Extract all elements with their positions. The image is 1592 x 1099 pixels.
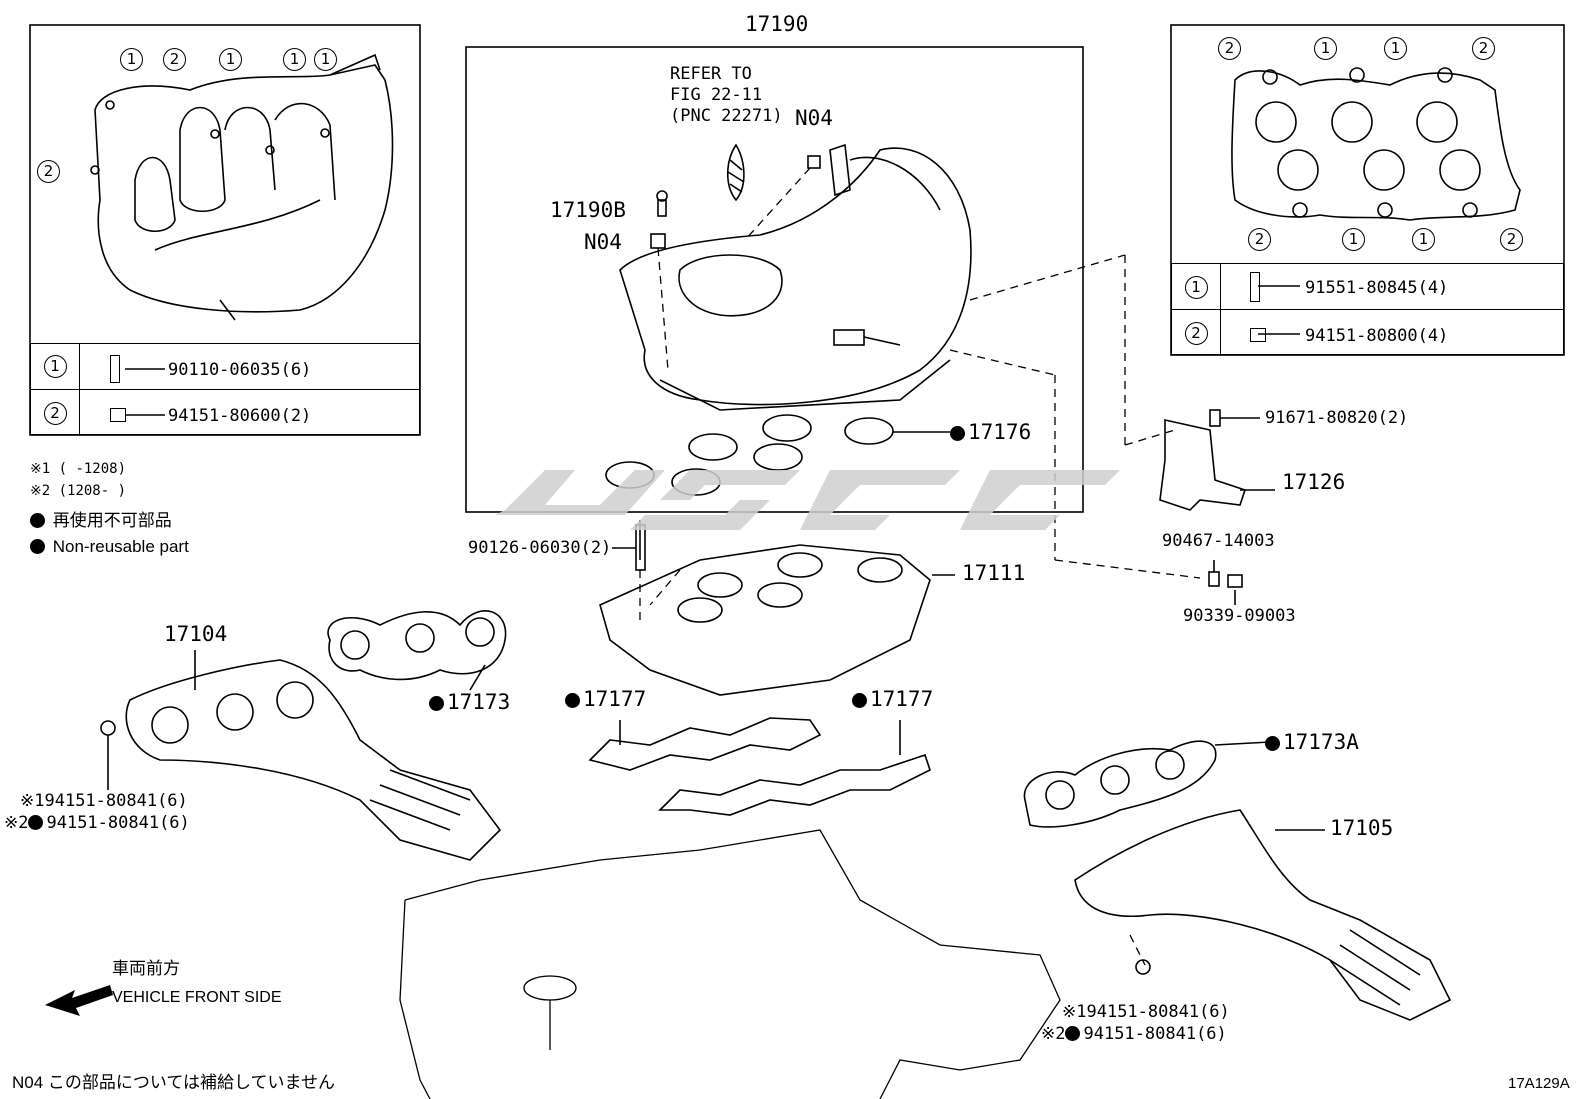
gasket-17177-a bbox=[588, 717, 822, 771]
callout-nut-right-1: ※194151-80841(6) bbox=[1062, 1002, 1230, 1022]
left-inset-callout: 1 bbox=[120, 48, 143, 71]
left-table-row-2: 2 bbox=[31, 389, 419, 436]
callout-17173a: 17173A bbox=[1265, 732, 1359, 753]
callout-17105: 17105 bbox=[1330, 816, 1394, 840]
callout-91671: 91671-80820(2) bbox=[1265, 408, 1409, 428]
left-table-part-2: 94151-80600(2) bbox=[168, 406, 312, 426]
nut-icon bbox=[1250, 328, 1266, 342]
exhaust-17104 bbox=[100, 659, 502, 861]
exhaust-17105 bbox=[1074, 809, 1452, 1021]
front-side-jp: 車両前方 bbox=[112, 959, 180, 978]
callout-17173: 17173 bbox=[429, 692, 510, 713]
callout-17111: 17111 bbox=[962, 561, 1026, 585]
callout-17177-b: 17177 bbox=[852, 689, 933, 710]
legend-non-reusable-en: Non-reusable part bbox=[30, 538, 189, 555]
upper-intake-manifold bbox=[619, 143, 972, 411]
right-inset-gasket bbox=[1231, 67, 1521, 221]
left-table-part-1: 90110-06035(6) bbox=[168, 360, 312, 380]
right-table-row-2: 2 bbox=[1172, 309, 1563, 356]
callout-17104: 17104 bbox=[164, 622, 228, 646]
right-inset-callout: 1 bbox=[1412, 228, 1435, 251]
callout-key-2: 2 bbox=[43, 401, 67, 425]
right-parts-table: 1 2 bbox=[1171, 263, 1564, 356]
engine-block bbox=[399, 829, 1061, 1099]
right-inset-callout: 2 bbox=[1472, 37, 1495, 60]
callout-key-2: 2 bbox=[1184, 321, 1208, 345]
figure-id: 17A129A bbox=[1508, 1075, 1570, 1092]
right-table-row-1: 1 bbox=[1172, 263, 1563, 310]
refer-note-line-3: (PNC 22271) bbox=[670, 106, 783, 126]
right-inset-callout: 1 bbox=[1342, 228, 1365, 251]
right-inset-callout: 2 bbox=[1218, 37, 1241, 60]
callout-17126: 17126 bbox=[1282, 470, 1346, 494]
assembly-number: 17190 bbox=[745, 12, 809, 36]
callout-90339: 90339-09003 bbox=[1183, 606, 1296, 626]
gasket-17173A bbox=[1023, 740, 1217, 828]
callout-nut-left-1: ※194151-80841(6) bbox=[20, 791, 188, 811]
refer-note-line-2: FIG 22-11 bbox=[670, 85, 763, 105]
left-inset-callout: 1 bbox=[283, 48, 306, 71]
legend-non-reusable-jp: 再使用不可部品 bbox=[30, 512, 172, 529]
left-inset-callout: 2 bbox=[37, 160, 60, 183]
footer-note: N04 この部品については補給していません bbox=[12, 1073, 336, 1092]
callout-17176: 17176 bbox=[950, 422, 1031, 443]
right-inset-callout: 1 bbox=[1314, 37, 1337, 60]
callout-17177-a: 17177 bbox=[565, 689, 646, 710]
left-table-row-1: 1 bbox=[31, 343, 419, 389]
callout-key-1: 1 bbox=[1184, 275, 1208, 299]
right-inset-callout: 1 bbox=[1384, 37, 1407, 60]
callout-17190b: 17190B bbox=[550, 198, 626, 222]
nut-icon bbox=[110, 408, 126, 422]
callout-key-1: 1 bbox=[43, 354, 67, 378]
left-parts-table: 1 2 bbox=[30, 343, 420, 436]
left-inset-callout: 1 bbox=[219, 48, 242, 71]
callout-n04-mid: N04 bbox=[584, 230, 622, 254]
lower-intake-17111 bbox=[599, 520, 955, 696]
bolt-icon bbox=[110, 355, 120, 383]
left-inset-manifold bbox=[90, 53, 394, 321]
right-inset-callout: 2 bbox=[1248, 228, 1271, 251]
callout-n04-top: N04 bbox=[795, 106, 833, 130]
front-side-en: VEHICLE FRONT SIDE bbox=[112, 989, 282, 1006]
bracket-17126 bbox=[1159, 419, 1247, 511]
left-inset-callout: 1 bbox=[314, 48, 337, 71]
front-arrow-icon bbox=[45, 985, 113, 1016]
left-inset-callout: 2 bbox=[163, 48, 186, 71]
gasket-17177-b bbox=[658, 753, 931, 816]
gasket-17173 bbox=[327, 610, 507, 681]
refer-note-line-1: REFER TO bbox=[670, 64, 752, 84]
legend-s1: ※1 ( -1208) bbox=[30, 461, 127, 477]
right-table-part-1: 91551-80845(4) bbox=[1305, 278, 1449, 298]
right-inset-callout: 2 bbox=[1500, 228, 1523, 251]
assembly-frame bbox=[465, 46, 1084, 513]
bolt-icon bbox=[1250, 272, 1260, 302]
left-inset-frame bbox=[29, 24, 421, 436]
watermark-logo bbox=[495, 470, 1120, 530]
callout-90126: 90126-06030(2) bbox=[468, 538, 612, 558]
callout-90467: 90467-14003 bbox=[1162, 531, 1275, 551]
legend-s2: ※2 (1208- ) bbox=[30, 483, 127, 499]
right-table-part-2: 94151-80800(4) bbox=[1305, 326, 1449, 346]
right-inset-frame bbox=[1170, 24, 1565, 356]
